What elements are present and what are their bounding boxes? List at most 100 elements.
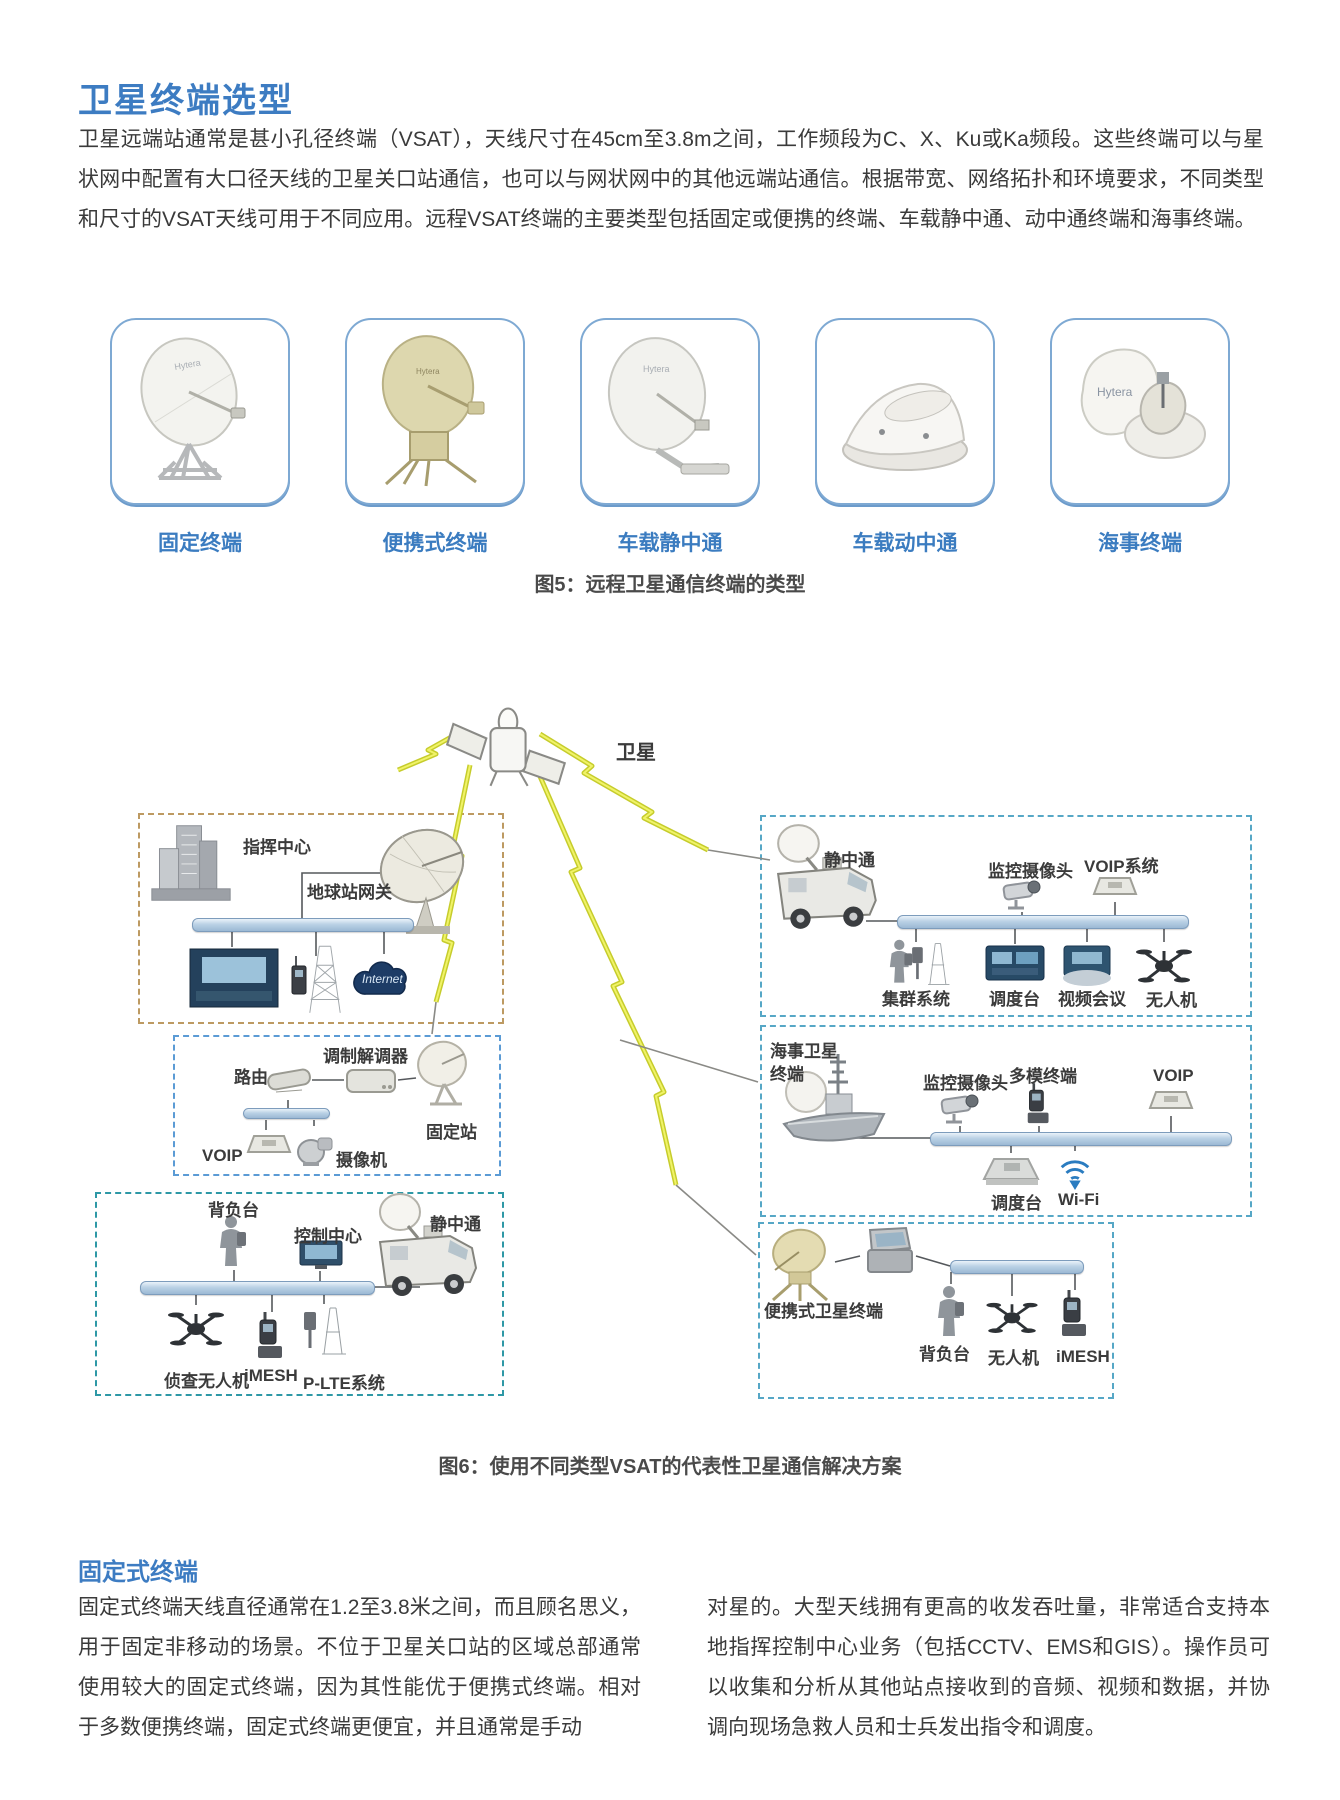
label-camera: 摄像机 (336, 1151, 387, 1170)
terminal-card-unit: Hytera 海事终端 (1050, 318, 1230, 557)
sotm-vehicle-icon (372, 1190, 492, 1302)
maritime-voip-icon (1148, 1086, 1194, 1116)
terminal-label-vehicle-motion: 车载动中通 (852, 532, 958, 555)
router-icon (266, 1060, 312, 1100)
vehicle-sotm-box (760, 815, 1252, 1017)
figure6-diagram: 卫星 指挥中心 地球站网关 Internet 路由 调制解调器 固定站 VOIP… (0, 610, 1340, 1415)
drop-lines (195, 872, 1172, 1312)
svg-text:Hytera: Hytera (643, 364, 670, 374)
label-maritime-line2: 终端 (770, 1065, 804, 1084)
maritime-dispatch-icon (982, 1153, 1040, 1189)
label-plte-system: P-LTE系统 (303, 1374, 385, 1393)
plte-mast-icon (300, 1304, 346, 1358)
terminal-card-unit: Hytera 固定终端 (110, 318, 290, 557)
fixed-terminal-image: Hytera (140, 336, 246, 480)
label-sotm-vehicle: 静中通 (430, 1215, 481, 1234)
maritime-box (760, 1025, 1252, 1217)
label-wifi: Wi-Fi (1058, 1190, 1100, 1209)
portable-terminal-box (758, 1222, 1114, 1399)
satellite-icon (445, 693, 569, 791)
satellite-label: 卫星 (616, 742, 656, 764)
column-left: 固定式终端天线直径通常在1.2至3.8米之间，而且顾名思义，用于固定非移动的场景… (78, 1596, 641, 1739)
label-surveillance-camera: 监控摄像头 (988, 862, 1073, 881)
wifi-icon (1056, 1151, 1094, 1191)
voip-device-icon (246, 1130, 292, 1160)
feed-lines (431, 849, 771, 1256)
label-voip: VOIP (202, 1146, 243, 1165)
label-backpack-station: 背负台 (208, 1201, 259, 1220)
vehicle-sotm-image: Hytera (607, 336, 730, 474)
tower-icon (306, 943, 344, 1017)
terminal-cards-row: Hytera 固定终端 Hytera 便携 (0, 318, 1340, 557)
terminal-card-unit: Hytera 便携式终端 (345, 318, 525, 557)
label-maritime-voip: VOIP (1153, 1066, 1194, 1085)
label-maritime-cctv: 监控摄像头 (923, 1074, 1008, 1093)
terminal-label-vehicle-static: 车载静中通 (617, 532, 723, 555)
field-bus-bar (140, 1281, 375, 1295)
page-title: 卫星终端选型 (78, 81, 294, 120)
recon-drone-icon (168, 1305, 224, 1351)
terminal-card-maritime: Hytera (1050, 318, 1230, 505)
label-video-conference: 视频会议 (1058, 990, 1126, 1009)
terminal-label-fixed: 固定终端 (158, 532, 242, 555)
modem-icon (344, 1062, 398, 1100)
label-control-center: 控制中心 (294, 1227, 362, 1246)
terminal-case-icon (860, 1226, 916, 1278)
trunking-mast-icon (908, 940, 950, 988)
terminal-label-portable: 便携式终端 (382, 532, 488, 555)
label-multimode-terminal: 多模终端 (1009, 1067, 1077, 1086)
terminal-label-maritime: 海事终端 (1098, 532, 1182, 555)
label-trunking-system: 集群系统 (882, 990, 950, 1009)
label-portable-backpack: 背负台 (919, 1345, 970, 1364)
svg-text:Hytera: Hytera (174, 357, 202, 371)
dispatch-console-icon (984, 944, 1046, 986)
label-command-center: 指挥中心 (243, 838, 311, 857)
label-maritime-dispatch: 调度台 (991, 1194, 1042, 1213)
label-portable-drone: 无人机 (988, 1349, 1039, 1368)
column-right: 对星的。大型天线拥有更高的收发吞吐量，非常适合支持本地指挥控制中心业务（包括CC… (707, 1596, 1270, 1739)
lightning-bolt-highlight (397, 733, 709, 1186)
terminal-card-vehicle-static: Hytera (580, 318, 760, 505)
label-imesh: iMESH (244, 1366, 298, 1385)
vehicle-cotm-image (842, 382, 968, 471)
figure6-caption: 图6：使用不同类型VSAT的代表性卫星通信解决方案 (438, 1456, 902, 1478)
fixed-station-dish-icon (414, 1038, 472, 1110)
label-fixed-station: 固定站 (426, 1123, 477, 1142)
label-modem: 调制解调器 (323, 1047, 408, 1066)
maritime-bus-bar (930, 1132, 1232, 1146)
backpack-person-icon (216, 1214, 250, 1270)
figure5-caption: 图5：远程卫星通信终端的类型 (534, 574, 806, 596)
label-recon-drone: 侦查无人机 (164, 1372, 249, 1391)
label-portable-terminal: 便携式卫星终端 (764, 1302, 883, 1321)
video-wall-icon (188, 947, 280, 1009)
portable-imesh-icon (1060, 1290, 1090, 1338)
label-drone: 无人机 (1146, 991, 1197, 1010)
imesh-radio-icon (256, 1312, 286, 1360)
command-center-box (138, 813, 504, 1024)
terminal-card-unit: 车载动中通 (815, 318, 995, 557)
field-sotm-box (95, 1192, 504, 1396)
terminal-card-fixed: Hytera (110, 318, 290, 505)
label-maritime-line1: 海事卫星 (770, 1042, 838, 1061)
intro-paragraph: 卫星远端站通常是甚小孔径终端（VSAT），天线尺寸在45cm至3.8m之间，工作… (78, 128, 1264, 231)
portable-terminal-image: Hytera (381, 334, 485, 486)
terminal-card-unit: Hytera 车载静中通 (580, 318, 760, 557)
svg-text:Hytera: Hytera (1097, 385, 1133, 399)
ptz-camera-icon (294, 1126, 336, 1168)
sotm-van-icon (770, 820, 892, 936)
building-icon (147, 820, 235, 906)
label-earth-station-gateway: 地球站网关 (307, 883, 392, 902)
portable-drone-icon (986, 1296, 1038, 1338)
sotm-bus-bar (897, 915, 1189, 929)
video-conference-icon (1060, 942, 1114, 988)
multimode-radio-icon (1026, 1082, 1052, 1126)
label-router: 路由 (234, 1068, 268, 1087)
internet-label: Internet (362, 972, 403, 986)
terminal-card-vehicle-motion (815, 318, 995, 505)
two-column-text: 固定式终端天线直径通常在1.2至3.8米之间，而且顾名思义，用于固定非移动的场景… (78, 1588, 1270, 1748)
terminal-card-portable: Hytera (345, 318, 525, 505)
connector-lines (195, 731, 1172, 1312)
maritime-terminal-image: Hytera (1080, 348, 1206, 459)
label-portable-imesh: iMESH (1056, 1347, 1110, 1366)
portable-backpack-icon (934, 1284, 968, 1340)
